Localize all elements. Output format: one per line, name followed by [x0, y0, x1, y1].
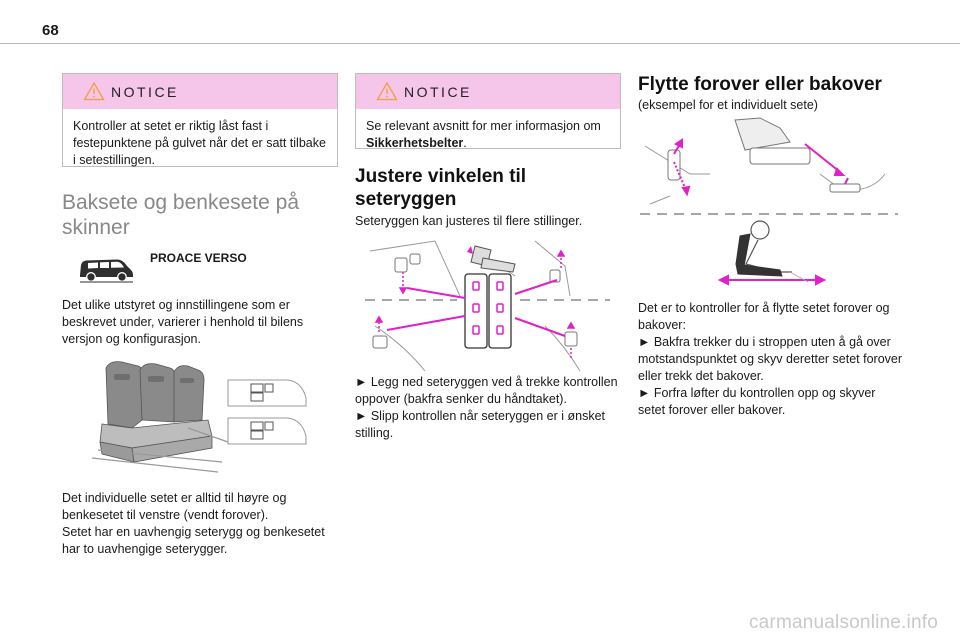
heading-backrest-angle: Justere vinkelen til seteryggen: [355, 166, 527, 210]
move-step-1: ► Bakfra trekker du i stroppen uten å gå…: [638, 335, 903, 383]
backrest-adjust-illustration: [365, 240, 610, 371]
bench-seat-illustration: [91, 361, 307, 473]
move-text: Det er to kontroller for å flytte setet …: [638, 301, 890, 332]
seat-move-illustration: [640, 117, 898, 286]
move-step-2: ► Forfra løfter du kontrollen opp og sky…: [638, 386, 876, 417]
seat-belts-reference: Sikkerhetsbelter: [366, 136, 464, 150]
seat-text-1: Det individuelle setet er alltid til høy…: [62, 491, 287, 522]
move-subtitle: (eksempel for et individuelt sete): [638, 98, 818, 112]
section-title: Baksete og benkesete på skinner: [62, 191, 300, 239]
warning-icon: [83, 81, 105, 101]
notice-header: NOTICE: [63, 74, 337, 109]
heading-move-seat: Flytte forover eller bakover: [638, 74, 882, 95]
intro-text: Det ulike utstyret og innstillingene som…: [62, 298, 304, 346]
warning-icon: [376, 81, 398, 101]
backrest-step-2: ► Slipp kontrollen når seteryggen er i ø…: [355, 409, 605, 440]
notice-text: Kontroller at setet er riktig låst fast …: [73, 119, 326, 167]
notice-title: NOTICE: [111, 84, 179, 100]
backrest-intro: Seteryggen kan justeres til flere stilli…: [355, 214, 583, 228]
page-number: 68: [42, 22, 59, 39]
notice-box-seat-belts: NOTICE Se relevant avsnitt for mer infor…: [355, 73, 621, 150]
notice-header: NOTICE: [356, 74, 620, 109]
seat-text-2: Setet har en uavhengig seterygg og benke…: [62, 525, 325, 556]
backrest-step-1: ► Legg ned seteryggen ved å trekke kontr…: [355, 375, 618, 406]
model-label: PROACE VERSO: [150, 251, 247, 265]
notice-text: Se relevant avsnitt for mer informasjon …: [366, 119, 601, 150]
van-icon: [80, 259, 133, 283]
watermark-footer: carmanualsonline.info: [748, 612, 938, 633]
notice-title: NOTICE: [404, 84, 472, 100]
notice-box-seat-locked: NOTICE Kontroller at setet er riktig lås…: [62, 73, 338, 167]
header-rule: [0, 43, 960, 44]
